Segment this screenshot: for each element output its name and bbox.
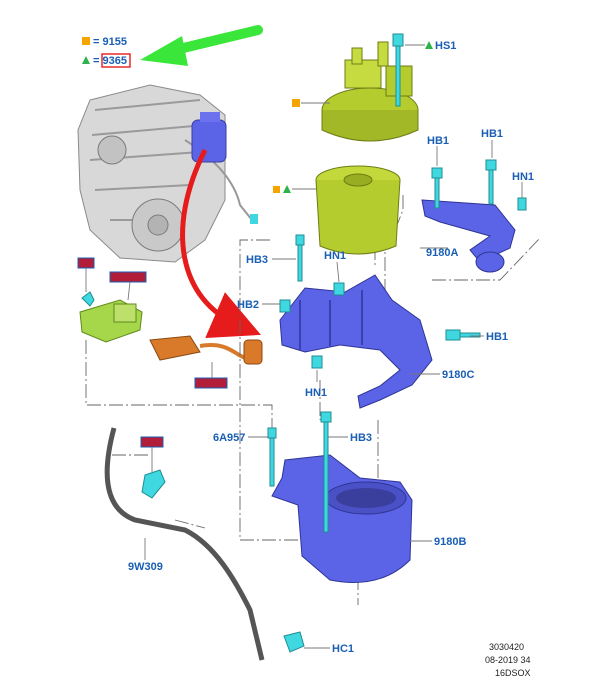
legend: = 9155 = 9365 <box>82 36 131 68</box>
reference-line-2: 08-2019 34 <box>485 655 531 665</box>
callout-hb3-b: HB3 <box>350 432 372 444</box>
water-sensor <box>77 257 147 343</box>
filter-bracket-upper <box>421 199 516 273</box>
engine-illustration <box>77 84 258 263</box>
callout-hb3-a: HB3 <box>246 254 268 266</box>
callout-hn1-c: HN1 <box>305 387 327 399</box>
fuel-line-clip <box>140 436 166 499</box>
callout-6a957: 6A957 <box>213 432 245 444</box>
fuel-filter-head <box>321 41 419 142</box>
hose-clamp-icon <box>283 631 305 653</box>
filter-bracket-middle <box>279 274 433 409</box>
reference-line-1: 3030420 <box>489 642 524 652</box>
filter-assembly-mini <box>191 112 227 163</box>
callout-hn1-a: HN1 <box>512 171 534 183</box>
triangle-marker-icon <box>425 41 433 49</box>
green-arrow-icon <box>140 25 263 66</box>
callout-hs1: HS1 <box>435 40 456 52</box>
fuel-line <box>104 427 265 661</box>
callout-hb1-c: HB1 <box>486 331 508 343</box>
reference-line-3: 16DSOX <box>495 668 531 678</box>
callout-hb1-a: HB1 <box>427 135 449 147</box>
triangle-marker-icon <box>82 56 90 64</box>
callout-hn1-b: HN1 <box>324 250 346 262</box>
triangle-marker-icon <box>283 185 291 193</box>
callout-hb1-b: HB1 <box>481 128 503 140</box>
bolt-icons <box>267 33 527 533</box>
callout-hc1: HC1 <box>332 643 354 655</box>
callout-9180b: 9180B <box>434 536 466 548</box>
filter-housing-bowl <box>271 454 413 583</box>
callout-9180a: 9180A <box>426 247 458 259</box>
callout-9w309: 9W309 <box>128 561 163 573</box>
highlight-box <box>101 53 131 68</box>
fuel-filter-canister <box>315 165 401 255</box>
square-marker-icon <box>82 37 90 45</box>
callout-9180c: 9180C <box>442 369 474 381</box>
red-arrow-icon <box>180 148 261 339</box>
legend-item-9155: = 9155 <box>93 36 127 48</box>
square-marker-icon <box>292 99 300 107</box>
square-marker-icon <box>273 186 280 193</box>
legend-item-9365: = 9365 <box>93 55 127 67</box>
callout-hb2: HB2 <box>237 299 259 311</box>
wiring-harness <box>149 335 263 389</box>
